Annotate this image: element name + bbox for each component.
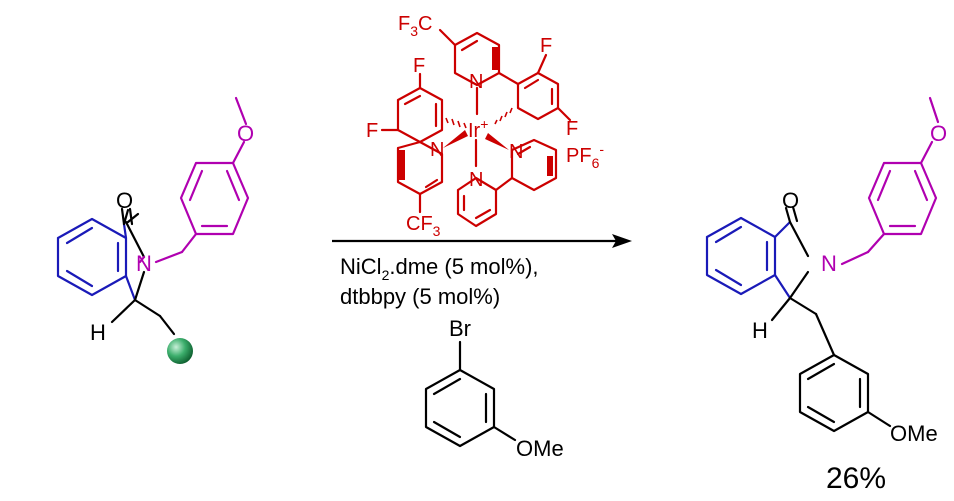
cat-f-right-lower: F (566, 118, 578, 140)
bromoanisole-molecule: Br OMe (424, 316, 564, 461)
ir-hashed-bond-left (445, 117, 467, 129)
reactant-ether-o: O (237, 121, 254, 146)
cat-n-bottom: N (469, 169, 483, 191)
product-anisyl-ring (798, 353, 870, 433)
cat-cf3-bottom: CF3 (406, 213, 441, 239)
resin-bead-icon (167, 338, 193, 364)
bromoanisole-ome: OMe (516, 436, 564, 461)
ir-hashed-bond-right (494, 107, 513, 125)
cat-f-top-right: F (540, 35, 552, 57)
product-n: N (821, 251, 837, 276)
reactant-h: H (90, 320, 106, 345)
cat-f-left-upper: F (413, 55, 425, 77)
reaction-arrow (332, 234, 632, 248)
ir-wedge-right (485, 133, 509, 150)
reactant-benzo-ring (56, 217, 128, 297)
product-pmb-ring (867, 161, 938, 236)
condition-line-1: NiCl2.dme (5 mol%), (340, 254, 539, 283)
product-molecule: O N O H OMe (705, 96, 947, 446)
cat-ir: Ir+ (468, 116, 488, 142)
product-ether-o: O (930, 121, 947, 146)
ir-wedge-left (443, 130, 468, 148)
reactant-carbonyl-o: O (116, 188, 133, 213)
product-benzo-ring (705, 216, 777, 296)
bromoanisole-br: Br (449, 316, 471, 341)
reactant-pmb-ring (179, 161, 250, 236)
product-yield: 26% (826, 462, 886, 495)
product-ome: OMe (890, 421, 938, 446)
cat-pf6: PF6- (566, 141, 604, 171)
cat-n-top: N (469, 71, 483, 93)
product-h: H (752, 318, 768, 343)
cat-cf3-top: F3C (398, 13, 432, 39)
reactant-molecule: O N O H (56, 96, 254, 364)
cat-n-left: N (430, 139, 444, 161)
product-carbonyl-o: O (782, 188, 799, 213)
reactant-n: N (136, 251, 152, 276)
iridium-catalyst: F3C F F F F N N N N Ir+ PF6- CF3 (366, 13, 604, 239)
condition-line-2: dtbbpy (5 mol%) (340, 284, 500, 309)
cat-f-left-lower: F (366, 120, 378, 142)
cat-n-right: N (509, 141, 523, 163)
